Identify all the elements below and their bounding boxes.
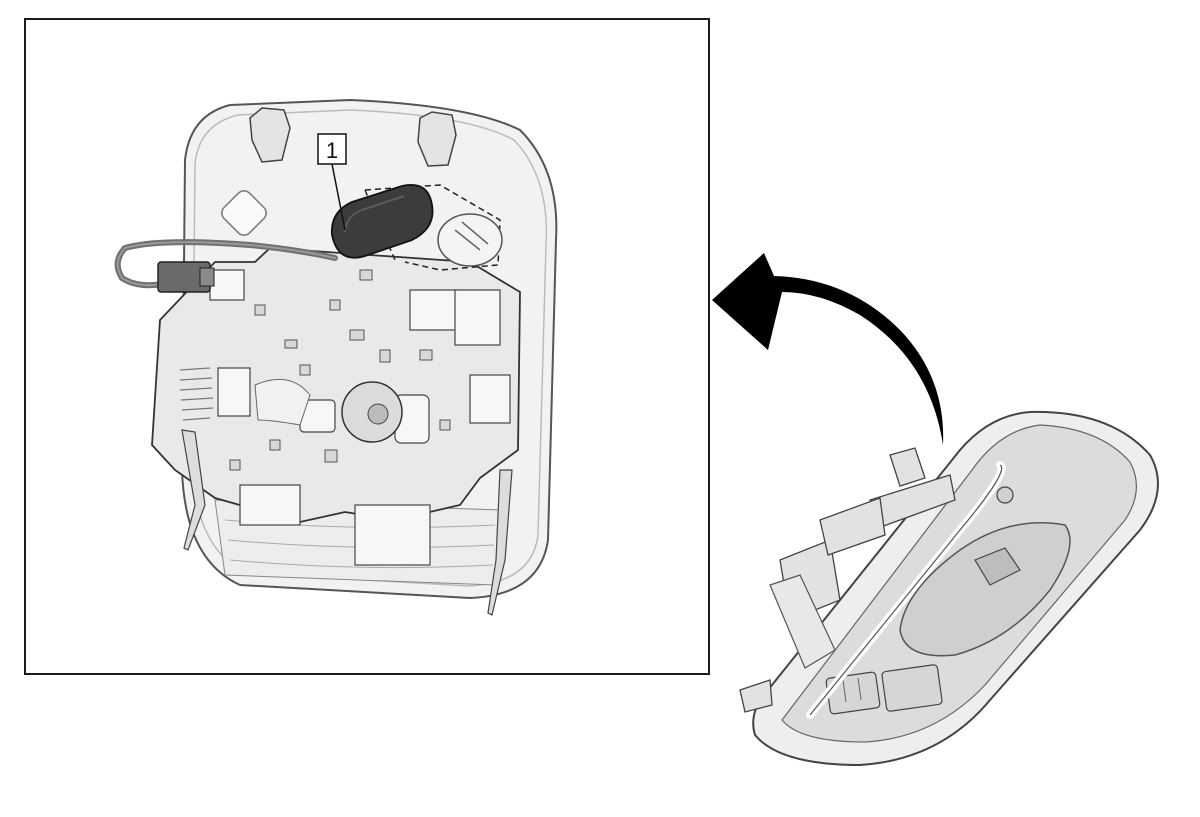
lamp-lens bbox=[899, 522, 1071, 657]
mounting-clip bbox=[249, 107, 291, 163]
curved-arrow-icon bbox=[712, 253, 944, 445]
mounting-clip bbox=[417, 111, 457, 167]
console-switch bbox=[974, 547, 1021, 586]
callout-label: 1 bbox=[326, 138, 338, 163]
callout-1: 1 bbox=[317, 133, 347, 231]
overhead-console-wireless-module bbox=[330, 184, 434, 259]
detail-frame bbox=[24, 18, 710, 675]
module-retainer bbox=[437, 213, 503, 267]
housing-boss bbox=[221, 190, 267, 236]
callout-box bbox=[317, 133, 347, 165]
console-rear-view bbox=[114, 98, 558, 616]
removed-bracket-outline bbox=[364, 184, 501, 271]
callout-leader bbox=[331, 163, 346, 231]
console-installed-view bbox=[739, 410, 1159, 767]
